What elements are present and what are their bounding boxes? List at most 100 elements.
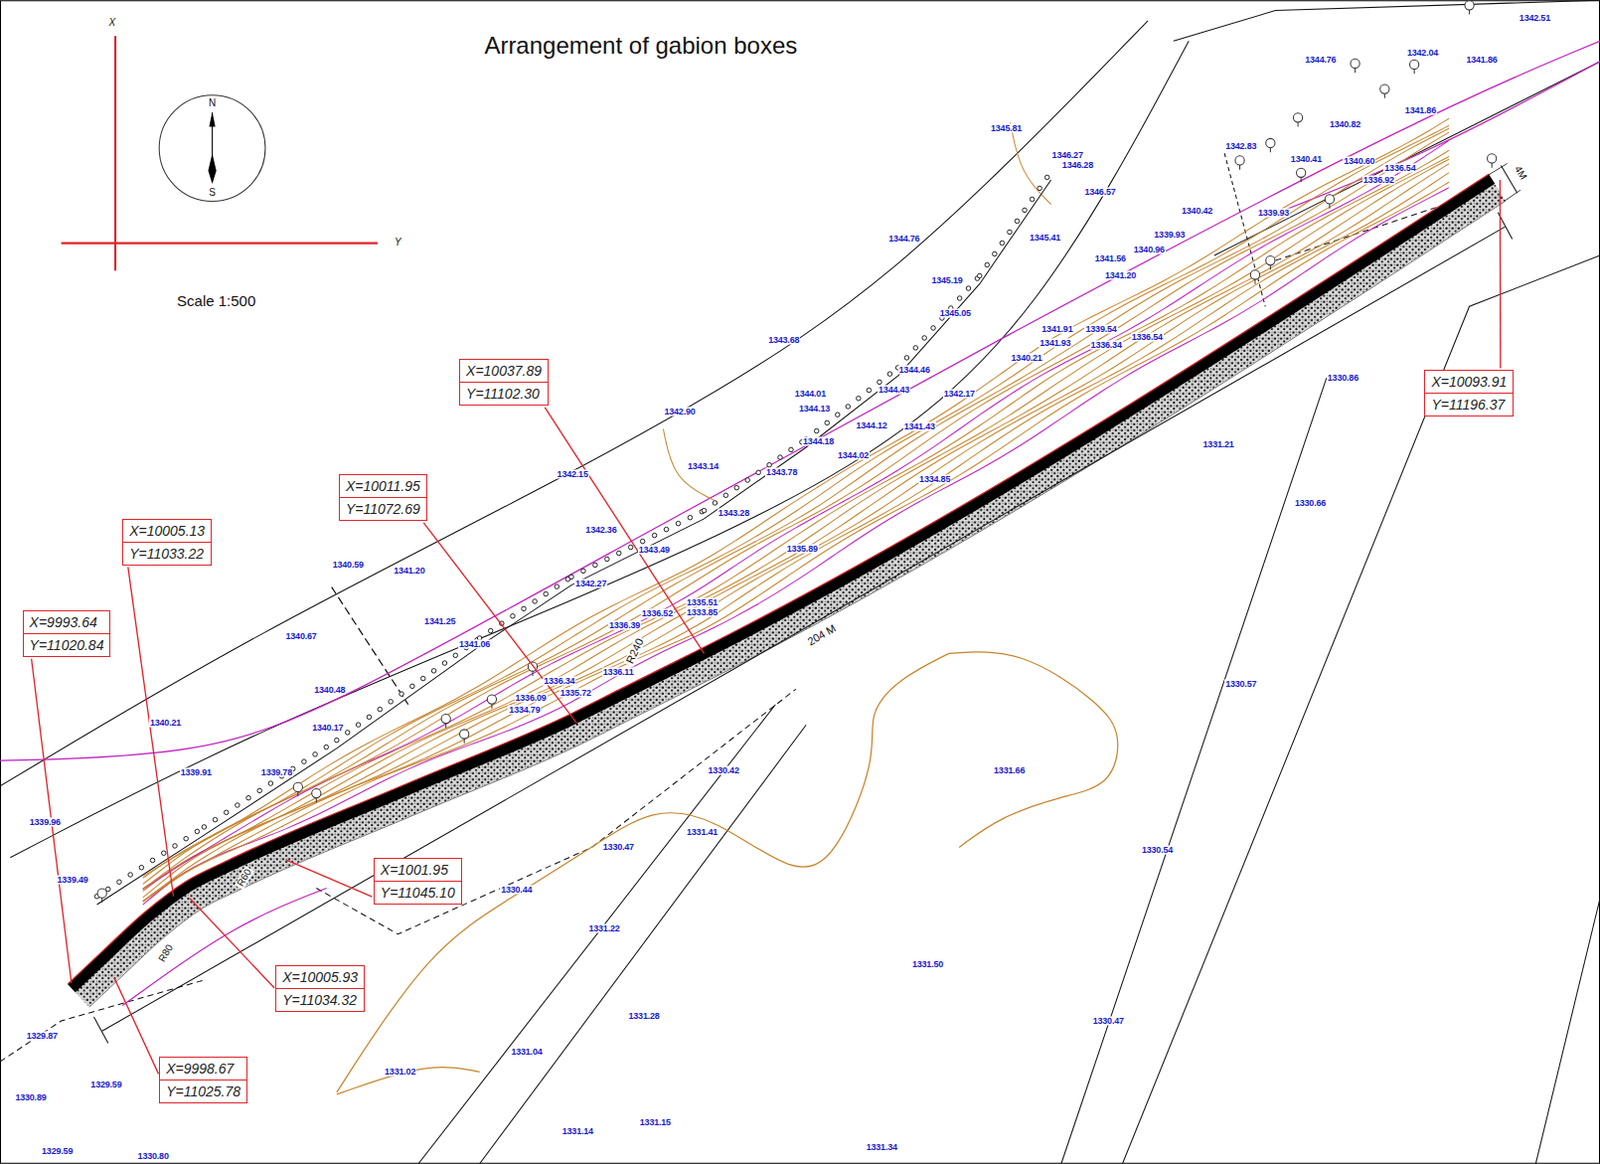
- elevation-label: 1344.46: [898, 364, 932, 374]
- elevation-label: 1342.04: [1406, 48, 1440, 58]
- elevation-label: 1342.27: [574, 579, 608, 589]
- grid-axis: [61, 242, 378, 245]
- contour-line: [143, 128, 1449, 884]
- drawing-title: Arrangement of gabion boxes: [483, 33, 798, 58]
- elevation-label: 1344.13: [798, 403, 831, 413]
- elevation-label: 1340.48: [313, 685, 346, 695]
- elevation-label: 1342.90: [662, 406, 696, 416]
- fence-post: [410, 683, 416, 689]
- coordinate-text: X=10037.89: [460, 359, 548, 383]
- elevation-label: 1343.49: [638, 545, 671, 555]
- plan-annotation: S: [206, 187, 218, 198]
- tree-symbol: [1384, 93, 1386, 99]
- coordinate-text: X=10005.93: [276, 965, 364, 989]
- elevation-label: 1329.59: [89, 1080, 123, 1090]
- elevation-label: 1339.78: [260, 768, 294, 778]
- tree-symbol: [1380, 84, 1390, 94]
- elevation-label: 1336.92: [1362, 174, 1396, 184]
- elevation-label: 1330.44: [499, 885, 533, 895]
- fence-post: [767, 462, 773, 468]
- elevation-label: 1331.15: [639, 1118, 672, 1127]
- elevation-label: 1330.47: [1092, 1015, 1125, 1025]
- fence-post: [1022, 207, 1028, 213]
- tree-symbol: [1250, 270, 1260, 280]
- coordinate-text: Y=11102.30: [460, 382, 548, 405]
- coordinate-text: X=1001.95: [374, 858, 462, 882]
- contour-line: [949, 651, 1119, 848]
- coordinate-box: X=9998.67Y=11025.78: [159, 1056, 248, 1104]
- coordinate-text: Y=11196.37: [1425, 393, 1513, 416]
- elevation-label: 1330.57: [1224, 678, 1258, 688]
- fence-post: [569, 574, 575, 580]
- elevation-label: 1341.20: [1104, 271, 1137, 281]
- coordinate-text: X=9993.64: [23, 611, 111, 635]
- fence-post: [268, 781, 274, 787]
- fence-post: [431, 668, 437, 674]
- tree-symbol: [1270, 148, 1272, 154]
- elevation-label: 1341.25: [423, 617, 457, 627]
- elevation-label: 1330.80: [137, 1151, 170, 1161]
- elevation-label: 1342.36: [584, 524, 618, 534]
- boundary-line: [1061, 377, 1327, 1164]
- elevation-label: 1343.68: [767, 334, 800, 344]
- fence-post: [399, 691, 405, 697]
- fence-post: [453, 652, 459, 658]
- tree-symbol: [1328, 203, 1330, 209]
- fence-post: [105, 886, 111, 892]
- elevation-label: 1343.28: [717, 508, 751, 518]
- fence-post: [984, 262, 990, 268]
- elevation-label: 1336.54: [1383, 163, 1417, 173]
- fence-post: [246, 795, 252, 800]
- coordinate-text: X=9998.67: [160, 1057, 247, 1081]
- fence-post: [554, 584, 560, 590]
- elevation-label: 1331.14: [561, 1125, 595, 1135]
- elevation-label: 1341.86: [1464, 54, 1498, 64]
- coordinate-box: X=10093.91Y=11196.37: [1424, 369, 1514, 417]
- tree-symbol: [1324, 194, 1334, 204]
- elevation-label: 1345.05: [939, 309, 972, 319]
- elevation-label: 1340.17: [311, 723, 344, 733]
- fence-post: [1044, 174, 1050, 180]
- tree-symbol: [486, 694, 496, 704]
- fence-post: [745, 478, 751, 483]
- fence-post: [344, 730, 350, 736]
- fence-post: [420, 675, 426, 681]
- elevation-label: 1346.28: [1061, 160, 1095, 170]
- elevation-label: 1345.19: [930, 276, 963, 286]
- elevation-label: 1342.83: [1224, 141, 1258, 151]
- boundary-line: [480, 724, 807, 1164]
- fence-post: [183, 835, 189, 841]
- boundary-line: [1535, 898, 1600, 1164]
- tree-symbol: [1266, 138, 1276, 148]
- coordinate-text: Y=11025.78: [160, 1080, 247, 1103]
- fence-post: [887, 371, 893, 377]
- elevation-label: 1336.34: [1090, 340, 1123, 350]
- fence-post: [976, 273, 982, 279]
- leader-line: [114, 977, 160, 1074]
- fence-post: [640, 538, 645, 544]
- tree-symbol: [1491, 162, 1493, 168]
- tree-symbol: [97, 888, 107, 898]
- elevation-label: 1339.49: [55, 875, 89, 885]
- tree-symbol: [1235, 156, 1245, 165]
- tree-symbol: [1300, 176, 1302, 182]
- tree-symbol: [1254, 279, 1256, 285]
- elevation-label: 1333.85: [685, 608, 719, 618]
- leader-line: [423, 522, 577, 723]
- elevation-label: 1336.39: [608, 621, 641, 631]
- elevation-label: 1331.21: [1202, 439, 1236, 449]
- tree-symbol: [1464, 0, 1474, 10]
- elevation-label: 1329.59: [40, 1146, 74, 1156]
- fence-post: [150, 857, 156, 863]
- coordinate-box: X=10011.95Y=11072.69: [338, 474, 428, 521]
- dimension-tick: [93, 1016, 108, 1044]
- plan-annotation: N: [206, 98, 218, 109]
- fence-post: [922, 335, 928, 341]
- elevation-label: 1339.91: [179, 768, 213, 778]
- elevation-label: 1341.91: [1040, 323, 1074, 333]
- contour-line: [143, 125, 1449, 878]
- fence-post: [128, 872, 134, 878]
- fence-post: [172, 843, 178, 849]
- fence-post: [687, 514, 693, 520]
- elevation-label: 1340.96: [1132, 244, 1166, 254]
